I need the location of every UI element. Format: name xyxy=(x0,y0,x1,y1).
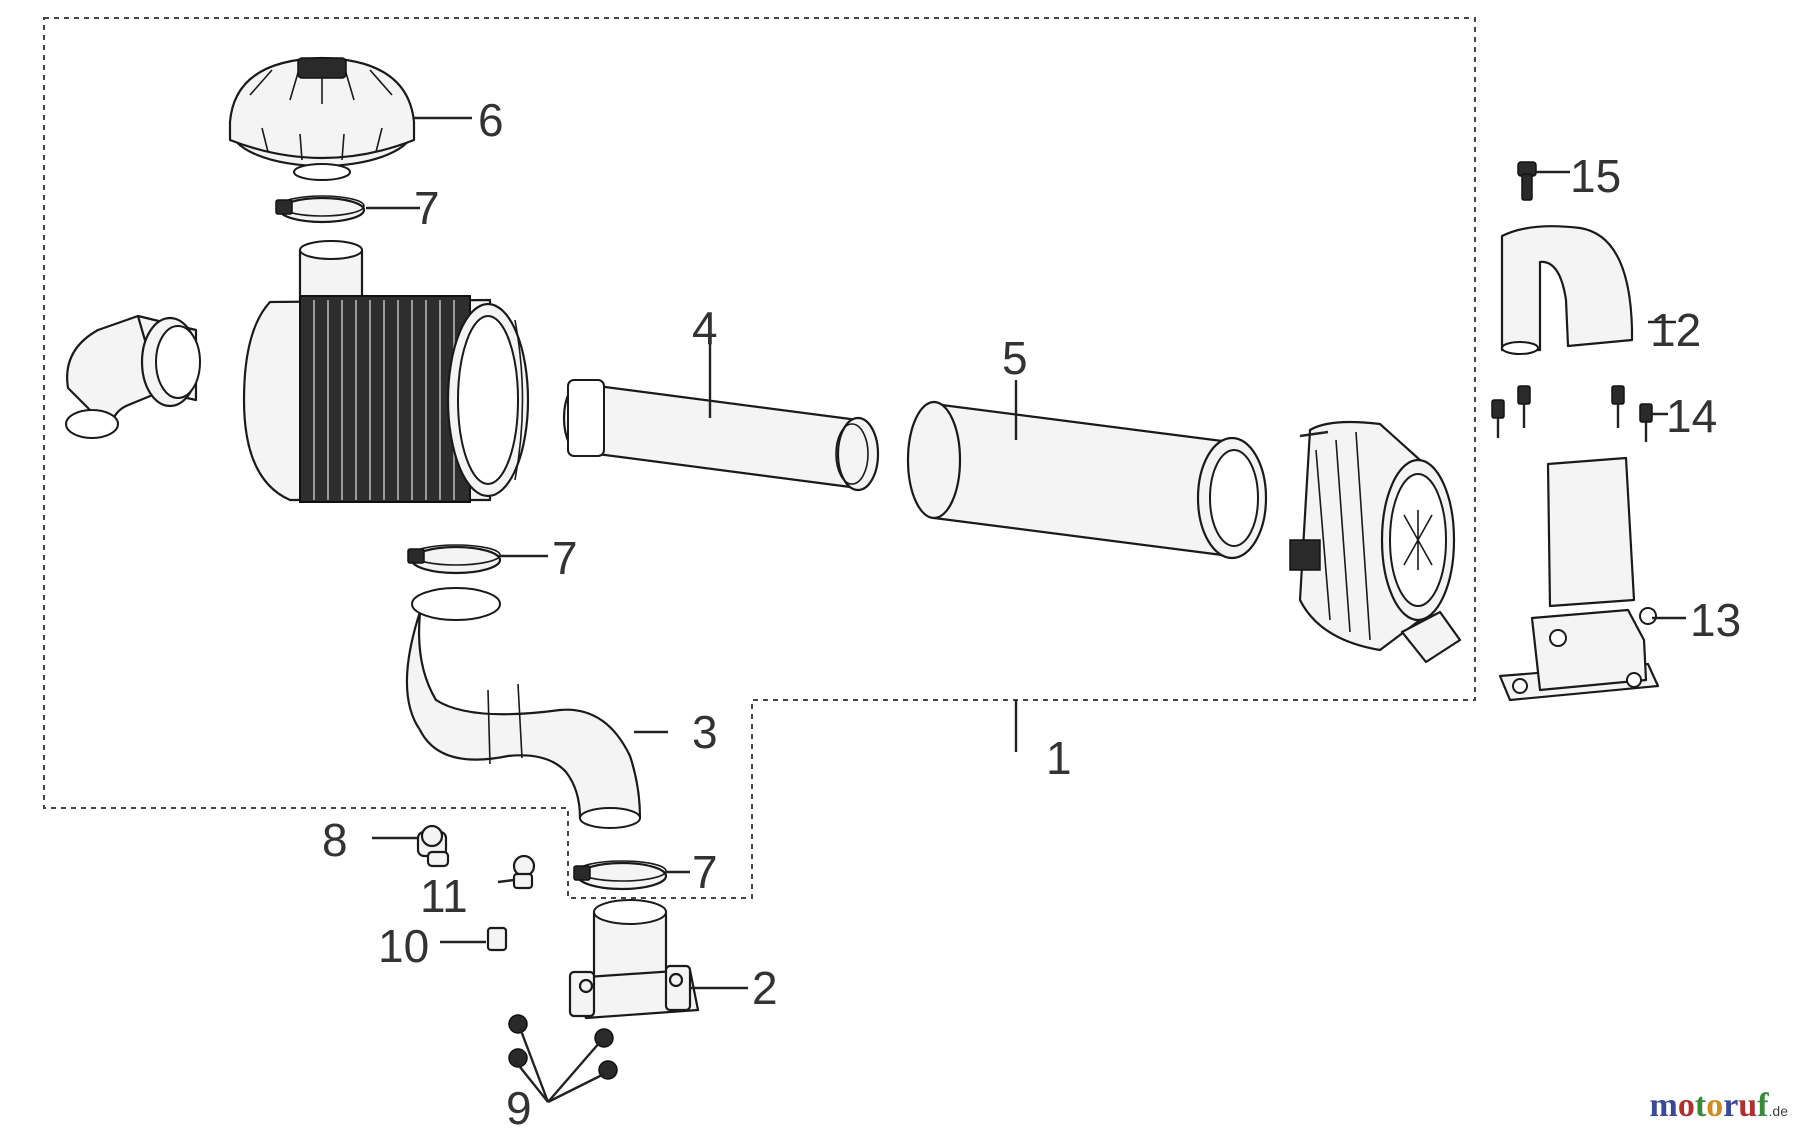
callout-12: 12 xyxy=(1650,304,1701,356)
callout-11: 11 xyxy=(420,870,468,922)
watermark-letter: r xyxy=(1723,1087,1739,1124)
callout-15: 15 xyxy=(1570,150,1621,202)
mounting-strap xyxy=(1500,225,1634,355)
callout-4: 4 xyxy=(692,302,718,354)
callout-7-middle: 7 xyxy=(552,532,578,584)
strap-bolt xyxy=(1517,161,1537,201)
motoruf-watermark-logo: motoruf.de xyxy=(1650,1087,1788,1125)
watermark-letter: t xyxy=(1694,1087,1707,1124)
small-nipple xyxy=(512,854,536,890)
hose-clamp-bottom xyxy=(573,860,668,891)
connecting-hose xyxy=(405,587,642,829)
callout-10: 10 xyxy=(378,920,429,972)
callout-1: 1 xyxy=(1046,732,1072,784)
watermark-letters: motoruf xyxy=(1650,1087,1769,1124)
callout-5: 5 xyxy=(1002,332,1028,384)
watermark-letter: u xyxy=(1738,1087,1758,1124)
callout-7-bottom: 7 xyxy=(692,846,718,898)
safety-filter-element xyxy=(562,379,880,492)
pre-cleaner-cap xyxy=(228,56,416,181)
watermark-letter: m xyxy=(1649,1087,1678,1124)
assembly-boundary-dashed xyxy=(43,17,1476,899)
outlet-flange xyxy=(568,899,700,1020)
callout-8: 8 xyxy=(322,814,348,866)
main-filter-element xyxy=(906,400,1268,560)
watermark-letter: o xyxy=(1677,1087,1695,1124)
callout-14: 14 xyxy=(1666,390,1717,442)
hex-nuts xyxy=(508,1014,618,1080)
leader-lines xyxy=(366,116,1686,1104)
watermark-letter: f xyxy=(1757,1087,1769,1124)
sensor-adapter xyxy=(486,926,508,952)
bracket-bolts xyxy=(1491,385,1653,442)
watermark-letter: o xyxy=(1706,1087,1724,1124)
hose-clamp-middle xyxy=(407,544,502,575)
mounting-bracket xyxy=(1498,456,1660,702)
callout-7-top: 7 xyxy=(414,182,440,234)
watermark-suffix: .de xyxy=(1768,1103,1788,1119)
callout-3: 3 xyxy=(692,706,718,758)
hose-clamp-top xyxy=(275,195,366,224)
intake-elbow xyxy=(65,314,201,439)
callout-9: 9 xyxy=(506,1082,532,1133)
callout-13: 13 xyxy=(1690,594,1741,646)
filter-housing xyxy=(242,240,530,503)
plug-fitting xyxy=(416,824,450,868)
end-cover-dust-valve xyxy=(1289,420,1462,664)
callout-2: 2 xyxy=(752,962,778,1014)
callout-6: 6 xyxy=(478,94,504,146)
